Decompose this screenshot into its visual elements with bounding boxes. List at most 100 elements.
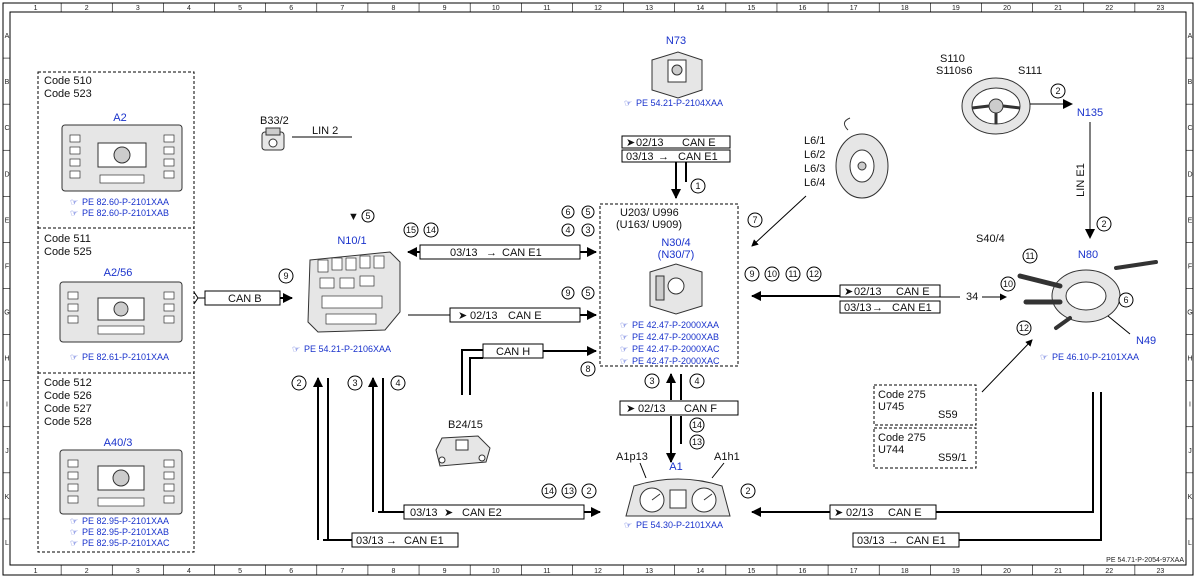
radio-a2-code-2: Code 523 xyxy=(44,88,92,100)
bus-br-e1-date: 03/13 xyxy=(857,535,885,547)
n80-mark-2: 2 xyxy=(1101,219,1106,229)
radio-a40-3: Code 512 Code 526 Code 527 Code 528 A40/… xyxy=(44,377,183,548)
code-box-2-u: U744 xyxy=(878,444,904,456)
n30-ref-2[interactable]: PE 42.47-P-2000XAB xyxy=(632,332,719,342)
grid-col-bottom-label: 7 xyxy=(340,568,344,575)
n30-name-2: (N30/7) xyxy=(658,249,695,261)
bus-right-e1-label: CAN E1 xyxy=(892,302,932,314)
a1-mark-right-2: 2 xyxy=(745,486,750,496)
grid-col-top-label: 23 xyxy=(1157,5,1165,12)
top-bus-mark-15: 15 xyxy=(406,225,416,235)
a1-mark-2: 2 xyxy=(586,486,591,496)
bus-can-e-mid: ➤ 02/13 CAN E xyxy=(408,307,597,323)
n10-ref[interactable]: PE 54.21-P-2106XAA xyxy=(304,344,391,354)
n80-steering-column-switch-icon xyxy=(1017,260,1158,330)
grid-col-top-label: 9 xyxy=(443,5,447,12)
radio-a2-ref-1[interactable]: PE 82.60-P-2101XAA xyxy=(82,197,169,207)
n30-ref-icon-1: ☞ xyxy=(620,320,628,330)
n30-mid-mark-9: 9 xyxy=(565,288,570,298)
grid-col-top-label: 10 xyxy=(492,5,500,12)
n30-name: N30/4 xyxy=(661,237,690,249)
a1-top-mark-13: 13 xyxy=(692,437,702,447)
grid-row-left-label: J xyxy=(5,448,9,455)
radio-a2: Code 510 Code 523 A2 ☞ PE 82.60-P-2101XA… xyxy=(44,75,183,218)
grid-col-bottom-label: 13 xyxy=(645,568,653,575)
component-n73: N73 ☞ PE 54.21-P-2104XAA ➤ 02/13 CAN E 0… xyxy=(621,35,731,199)
grid-row-right-label: A xyxy=(1188,33,1193,40)
radio-a40-3-ref-icon-3: ☞ xyxy=(70,538,78,548)
radio-a40-3-ref-1[interactable]: PE 82.95-P-2101XAA xyxy=(82,516,169,526)
bus-br-e1-arrow: → xyxy=(888,535,899,547)
n10-bot-mark-4: 4 xyxy=(395,378,400,388)
n80-mark-12: 12 xyxy=(1019,323,1029,333)
b33-bus-label: LIN 2 xyxy=(312,125,338,137)
n10-left-mark: 9 xyxy=(283,271,288,281)
radio-a40-3-ref-3[interactable]: PE 82.95-P-2101XAC xyxy=(82,538,170,548)
a1-name: A1 xyxy=(669,461,682,473)
bus-can-h: CAN H 8 xyxy=(461,343,597,395)
n73-name: N73 xyxy=(666,35,686,47)
n73-ref[interactable]: PE 54.21-P-2104XAA xyxy=(636,98,723,108)
grid-row-left-label: A xyxy=(5,33,10,40)
radio-a2-ref-2[interactable]: PE 82.60-P-2101XAB xyxy=(82,208,169,218)
bus-right-e1-arrow: → xyxy=(872,302,883,314)
radio-a2-name: A2 xyxy=(113,112,126,124)
grid-col-bottom-label: 8 xyxy=(392,568,396,575)
bus-can-e1-top-label: CAN E1 xyxy=(502,247,542,259)
grid-col-bottom-label: 20 xyxy=(1003,568,1011,575)
grid-col-top-label: 13 xyxy=(645,5,653,12)
n80-ref[interactable]: PE 46.10-P-2101XAA xyxy=(1052,352,1139,362)
component-s110: S110 S110s6 S111 2 N135 xyxy=(936,53,1103,135)
n49-name: N49 xyxy=(1136,335,1156,347)
n30-ref-4[interactable]: PE 42.47-P-2000XAC xyxy=(632,356,720,366)
grid-col-bottom-label: 21 xyxy=(1054,568,1062,575)
a1-mark-13: 13 xyxy=(564,486,574,496)
top-bus-mark-14: 14 xyxy=(426,225,436,235)
grid-col-bottom-label: 17 xyxy=(850,568,858,575)
right-mark-11: 11 xyxy=(788,269,797,279)
s110-label-1: S110 xyxy=(940,53,965,65)
bus-can-b-label: CAN B xyxy=(228,293,262,305)
grid-row-left-label: I xyxy=(6,402,8,409)
n30-top-mark-5: 5 xyxy=(585,207,590,217)
a1-right-label: A1h1 xyxy=(714,451,740,463)
n73-bus2-label: CAN E1 xyxy=(678,151,718,163)
grid-col-top-label: 5 xyxy=(238,5,242,12)
radio-a40-3-ref-2[interactable]: PE 82.95-P-2101XAB xyxy=(82,527,169,537)
n10-bottom-connections: 2 3 4 xyxy=(291,375,406,540)
radio-a2-56-ref-1[interactable]: PE 82.61-P-2101XAA xyxy=(82,352,169,362)
l6-label-3: L6/3 xyxy=(804,163,825,175)
a1-ref[interactable]: PE 54.30-P-2101XAA xyxy=(636,520,723,530)
b33-name: B33/2 xyxy=(260,115,289,127)
grid-row-left-label: K xyxy=(5,494,10,501)
grid-col-top-label: 16 xyxy=(799,5,807,12)
bus-can-e2-date: 03/13 xyxy=(410,507,438,519)
n30-ref-3[interactable]: PE 42.47-P-2000XAC xyxy=(632,344,720,354)
grid-col-bottom-label: 2 xyxy=(85,568,89,575)
n30-top-mark-3: 3 xyxy=(585,225,590,235)
grid-col-top-label: 22 xyxy=(1105,5,1113,12)
grid-col-top-label: 2 xyxy=(85,5,89,12)
component-a1: A1p13 A1 A1h1 ☞ PE 54.30-P-2101XAA 14 13… xyxy=(541,451,756,530)
grid-row-right-label: E xyxy=(1188,217,1193,224)
n30-4-esp-unit-icon xyxy=(649,263,703,315)
right-mark-10: 10 xyxy=(767,269,777,279)
bus-can-e1-bot-arrow: → xyxy=(386,535,397,547)
grid-col-top-label: 18 xyxy=(901,5,909,12)
bus-can-e-mid-date: 02/13 xyxy=(470,310,498,322)
code-box-2-code: Code 275 xyxy=(878,432,926,444)
grid-row-right-label: K xyxy=(1188,494,1193,501)
n73-ignition-switch-icon xyxy=(651,51,703,99)
grid-col-bottom-label: 14 xyxy=(696,568,704,575)
grid-col-top-label: 12 xyxy=(594,5,602,12)
n80-pin-label: 34 xyxy=(966,291,978,303)
l6-label-2: L6/2 xyxy=(804,149,825,161)
n30-ref-1[interactable]: PE 42.47-P-2000XAA xyxy=(632,320,719,330)
s40-label: S40/4 xyxy=(976,233,1005,245)
grid-col-bottom-label: 18 xyxy=(901,568,909,575)
code-box-1-u: U745 xyxy=(878,401,904,413)
grid-row-left-label: H xyxy=(4,356,9,363)
bus-right-to-n30: ➤ 02/13 CAN E 03/13 → CAN E1 34 9 10 11 … xyxy=(744,266,1007,314)
bus-can-e2-arrow: ➤ xyxy=(444,507,453,519)
n80-mark-6: 6 xyxy=(1123,295,1128,305)
